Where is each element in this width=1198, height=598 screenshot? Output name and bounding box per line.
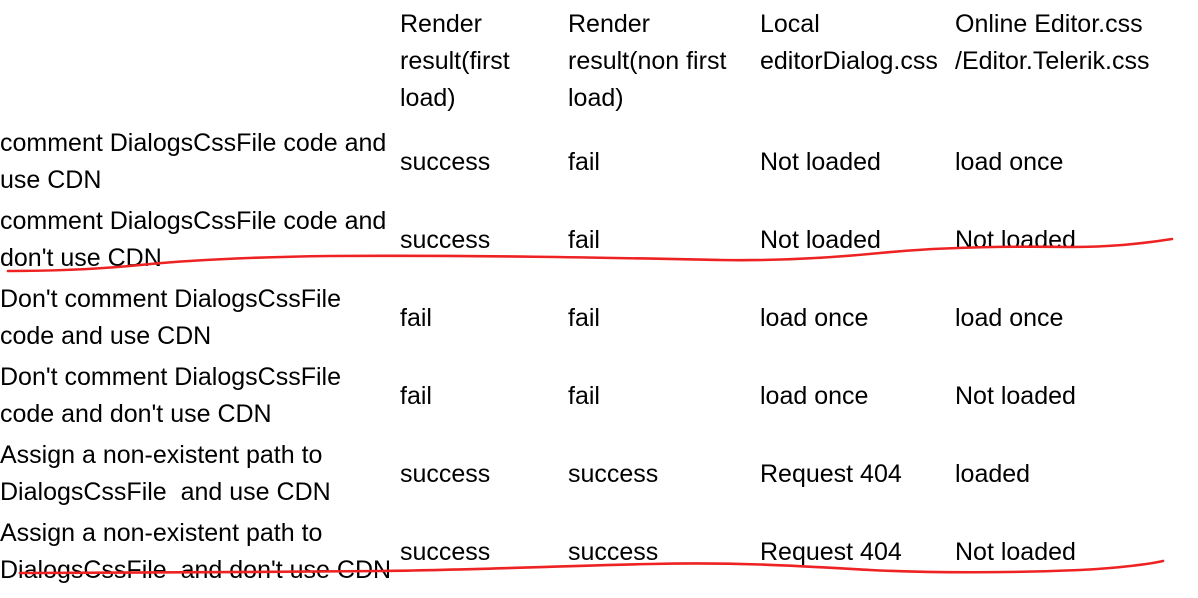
cell-render-first-load: success <box>400 537 491 566</box>
cell-scenario: Don't comment DialogsCssFile code and do… <box>0 357 400 435</box>
cell-local-editor-dialog-css: Request 404 <box>760 459 902 488</box>
row-label: Don't comment DialogsCssFile code and do… <box>0 363 348 428</box>
row-label: Assign a non-existent path to DialogsCss… <box>0 519 392 584</box>
cell-local-editor-dialog-css: Request 404 <box>760 537 902 566</box>
column-header-render-non-first-load: Render result(non first load) <box>568 10 727 112</box>
table-row: Assign a non-existent path to DialogsCss… <box>0 513 1198 591</box>
table-header-row: Render result(first load) Render result(… <box>0 0 1198 123</box>
row-label: comment DialogsCssFile code and don't us… <box>0 207 394 272</box>
cell-scenario: Assign a non-existent path to DialogsCss… <box>0 435 400 513</box>
table-header: Render result(first load) Render result(… <box>0 0 1198 123</box>
cell-render-non-first-load: success <box>568 459 659 488</box>
cell-online-editor-css: Not loaded <box>955 225 1076 254</box>
cell-render-first-load: success <box>400 225 491 254</box>
cell-render-non-first-load: success <box>568 537 659 566</box>
row-label: Don't comment DialogsCssFile code and us… <box>0 285 348 350</box>
table-body: comment DialogsCssFile code and use CDN … <box>0 123 1198 591</box>
cell-render-first-load: fail <box>400 303 432 332</box>
cell-scenario: Assign a non-existent path to DialogsCss… <box>0 513 400 591</box>
column-header-local-editor-dialog-css: Local editorDialog.css <box>760 10 938 75</box>
table-row: Assign a non-existent path to DialogsCss… <box>0 435 1198 513</box>
cell-render-non-first-load: fail <box>568 147 600 176</box>
cell-render-first-load: success <box>400 147 491 176</box>
cell-online-editor-css: load once <box>955 147 1064 176</box>
cell-online-editor-css: Not loaded <box>955 537 1076 566</box>
cell-render-non-first-load: fail <box>568 303 600 332</box>
table-row: comment DialogsCssFile code and use CDN … <box>0 123 1198 201</box>
cell-local-editor-dialog-css: load once <box>760 303 869 332</box>
column-header-scenario <box>0 0 400 123</box>
column-header-render-first-load: Render result(first load) <box>400 10 510 112</box>
cell-render-non-first-load: fail <box>568 225 600 254</box>
cell-online-editor-css: load once <box>955 303 1064 332</box>
table-row: Don't comment DialogsCssFile code and us… <box>0 279 1198 357</box>
cell-scenario: comment DialogsCssFile code and don't us… <box>0 201 400 279</box>
table-row: comment DialogsCssFile code and don't us… <box>0 201 1198 279</box>
cell-online-editor-css: Not loaded <box>955 381 1076 410</box>
cell-render-non-first-load: fail <box>568 381 600 410</box>
cell-scenario: Don't comment DialogsCssFile code and us… <box>0 279 400 357</box>
column-header-online-editor-css: Online Editor.css /Editor.Telerik.css <box>955 10 1150 75</box>
cell-render-first-load: fail <box>400 381 432 410</box>
cell-local-editor-dialog-css: Not loaded <box>760 225 881 254</box>
cell-local-editor-dialog-css: Not loaded <box>760 147 881 176</box>
cell-render-first-load: success <box>400 459 491 488</box>
cell-scenario: comment DialogsCssFile code and use CDN <box>0 123 400 201</box>
table-row: Don't comment DialogsCssFile code and do… <box>0 357 1198 435</box>
row-label: comment DialogsCssFile code and use CDN <box>0 129 394 194</box>
row-label: Assign a non-existent path to DialogsCss… <box>0 441 331 506</box>
cell-local-editor-dialog-css: load once <box>760 381 869 410</box>
cell-online-editor-css: loaded <box>955 459 1031 488</box>
